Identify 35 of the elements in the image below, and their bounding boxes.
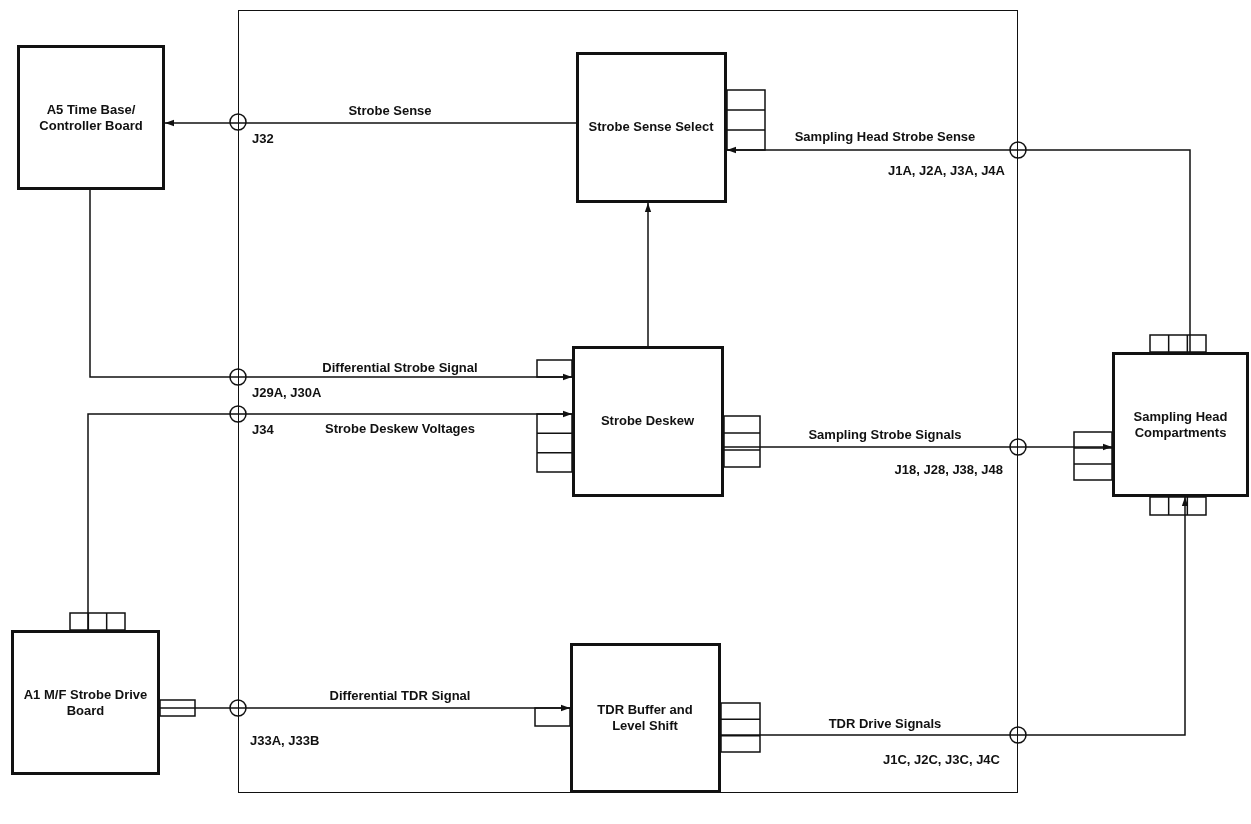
edge-label: Sampling Strobe Signals bbox=[808, 427, 962, 442]
signal-arrow bbox=[726, 146, 1191, 353]
connector-label: J1A, J2A, J3A, J4A bbox=[887, 163, 1005, 178]
connector-label: J18, J28, J38, J48 bbox=[894, 462, 1003, 477]
signal-arrow bbox=[159, 704, 571, 712]
signal-arrow bbox=[89, 189, 573, 381]
block-box bbox=[569, 642, 721, 793]
connector-label: J32 bbox=[252, 131, 274, 146]
connector-label: J29A, J30A bbox=[252, 385, 322, 400]
block-box bbox=[11, 630, 160, 775]
block-label: A5 Time Base/ Controller Board bbox=[38, 101, 144, 134]
block-box bbox=[571, 345, 724, 497]
signal-arrow bbox=[644, 202, 652, 347]
block-label: A1 M/F Strobe Drive Board bbox=[22, 686, 149, 719]
signal-arrow bbox=[720, 496, 1189, 736]
block-label: TDR Buffer and Level Shift bbox=[596, 701, 694, 734]
edge-label: Sampling Head Strobe Sense bbox=[794, 129, 976, 144]
block-box bbox=[17, 45, 165, 190]
connector-label: J1C, J2C, J3C, J4C bbox=[882, 752, 1000, 767]
block-box bbox=[575, 51, 727, 203]
connector-label: J34 bbox=[252, 422, 274, 437]
edge-label: Strobe Sense bbox=[348, 103, 432, 118]
board-outline bbox=[238, 10, 1018, 793]
edge-label: TDR Drive Signals bbox=[828, 716, 942, 731]
edge-label: Strobe Deskew Voltages bbox=[325, 421, 475, 436]
edge-label: Differential TDR Signal bbox=[329, 688, 471, 703]
block-label: Sampling Head Compartments bbox=[1132, 408, 1229, 441]
block-label: Strobe Sense Select bbox=[587, 119, 715, 135]
signal-arrow bbox=[723, 443, 1113, 451]
connector-label: J33A, J33B bbox=[250, 733, 320, 748]
block-label: Strobe Deskew bbox=[599, 413, 696, 429]
signal-arrow bbox=[87, 410, 573, 631]
edge-label: Differential Strobe Signal bbox=[322, 360, 478, 375]
signal-arrow bbox=[164, 119, 577, 127]
block-box bbox=[1112, 352, 1249, 497]
